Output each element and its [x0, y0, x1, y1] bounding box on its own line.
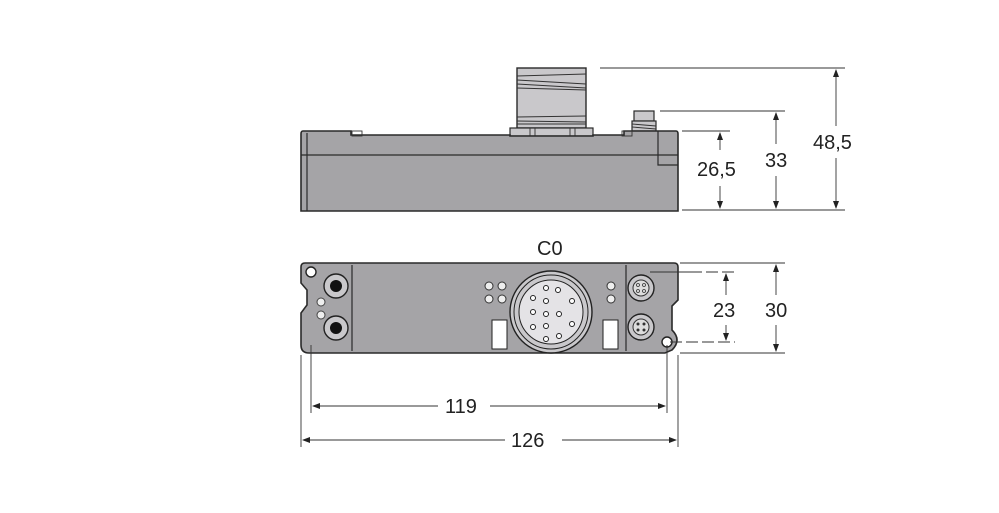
module-body-side [300, 130, 679, 212]
left-port-top [323, 273, 349, 299]
m8-port-bottom [627, 313, 655, 341]
label-window-left [491, 319, 508, 350]
status-leds [484, 281, 616, 304]
side-dimensions: 48,5 33 26,5 [600, 67, 852, 211]
dim-connector-height: 33 [765, 150, 787, 172]
dim-body-height: 26,5 [697, 159, 736, 181]
label-window-right [602, 319, 619, 350]
m8-port-top [627, 274, 655, 302]
small-connector [631, 110, 657, 132]
large-connector [509, 67, 594, 137]
dim-front-height: 30 [765, 300, 787, 322]
c0-connector [509, 270, 593, 354]
dim-hole-horizontal: 119 [445, 396, 477, 418]
front-view [300, 262, 679, 354]
left-port-bottom [323, 315, 349, 341]
side-view [300, 67, 679, 212]
dim-width: 126 [511, 430, 544, 452]
front-dimensions: 30 23 119 126 [300, 262, 787, 452]
module-body-front [300, 262, 679, 354]
dim-total-height: 48,5 [813, 132, 852, 154]
dim-hole-vertical: 23 [713, 300, 735, 322]
connector-label-c0: C0 [537, 238, 563, 260]
